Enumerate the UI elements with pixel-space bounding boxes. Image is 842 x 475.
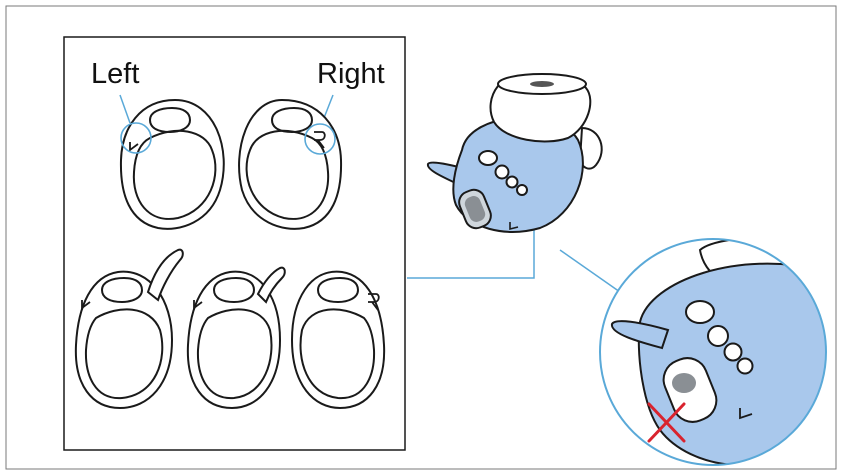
x-mark-icon — [647, 402, 686, 443]
earbud-illustration — [426, 73, 603, 233]
ear-adapter-top-right — [238, 98, 343, 230]
right-marker-highlight — [304, 123, 336, 155]
left-label: Left — [91, 58, 139, 90]
zoom-detail — [599, 238, 827, 466]
ear-adapter-bottom-right — [290, 270, 386, 410]
ear-adapter-top-left — [119, 98, 225, 230]
left-marker-highlight — [120, 122, 152, 154]
ear-adapter-bottom-left — [74, 248, 184, 410]
zoom-callout-line — [559, 249, 621, 293]
ear-adapter-bottom-middle — [186, 266, 286, 410]
left-callout-line — [119, 94, 131, 124]
right-label: Right — [317, 58, 385, 90]
panel-connector-line — [407, 222, 535, 279]
